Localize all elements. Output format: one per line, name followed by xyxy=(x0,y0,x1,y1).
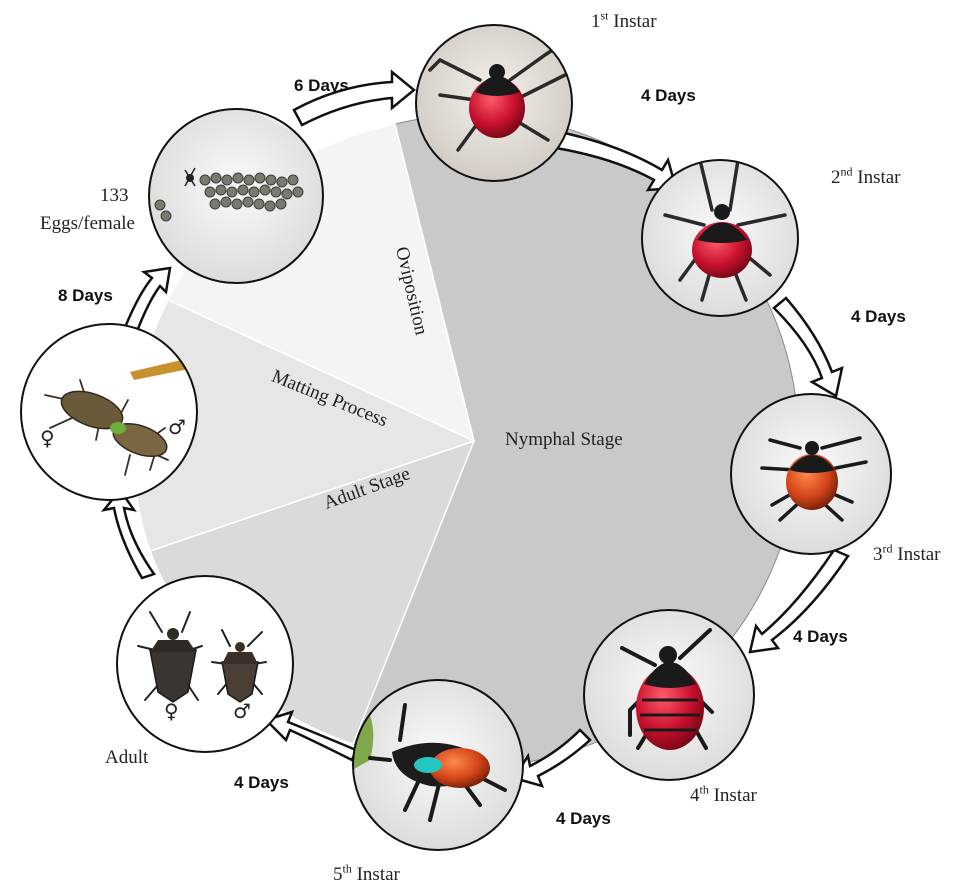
first-instar-label: 1st Instar xyxy=(591,12,657,33)
duration-4th-to-5th: 4 Days xyxy=(556,809,611,829)
female-symbol-adult: ♀ xyxy=(164,699,179,723)
eggs-count-label: 133 xyxy=(100,186,129,207)
duration-mating-to-eggs: 8 Days xyxy=(58,286,113,306)
duration-1st-to-2nd: 4 Days xyxy=(641,86,696,106)
duration-3rd-to-4th: 4 Days xyxy=(793,627,848,647)
male-symbol-adult: ♂ xyxy=(233,699,251,723)
second-instar-label: 2nd Instar xyxy=(831,168,901,189)
male-symbol-mating: ♂ xyxy=(168,415,186,439)
eggs-unit-label: Eggs/female xyxy=(40,214,135,235)
fifth-instar-label: 5th Instar xyxy=(333,865,400,886)
duration-5th-to-adult: 4 Days xyxy=(234,773,289,793)
third-instar-label: 3rd Instar xyxy=(873,545,941,566)
duration-2nd-to-3rd: 4 Days xyxy=(851,307,906,327)
adult-label: Adult xyxy=(105,748,148,769)
fourth-instar-label: 4th Instar xyxy=(690,786,757,807)
duration-eggs-to-1st: 6 Days xyxy=(294,76,349,96)
female-symbol-mating: ♀ xyxy=(40,426,55,450)
nymphal-stage-label: Nymphal Stage xyxy=(505,430,623,451)
